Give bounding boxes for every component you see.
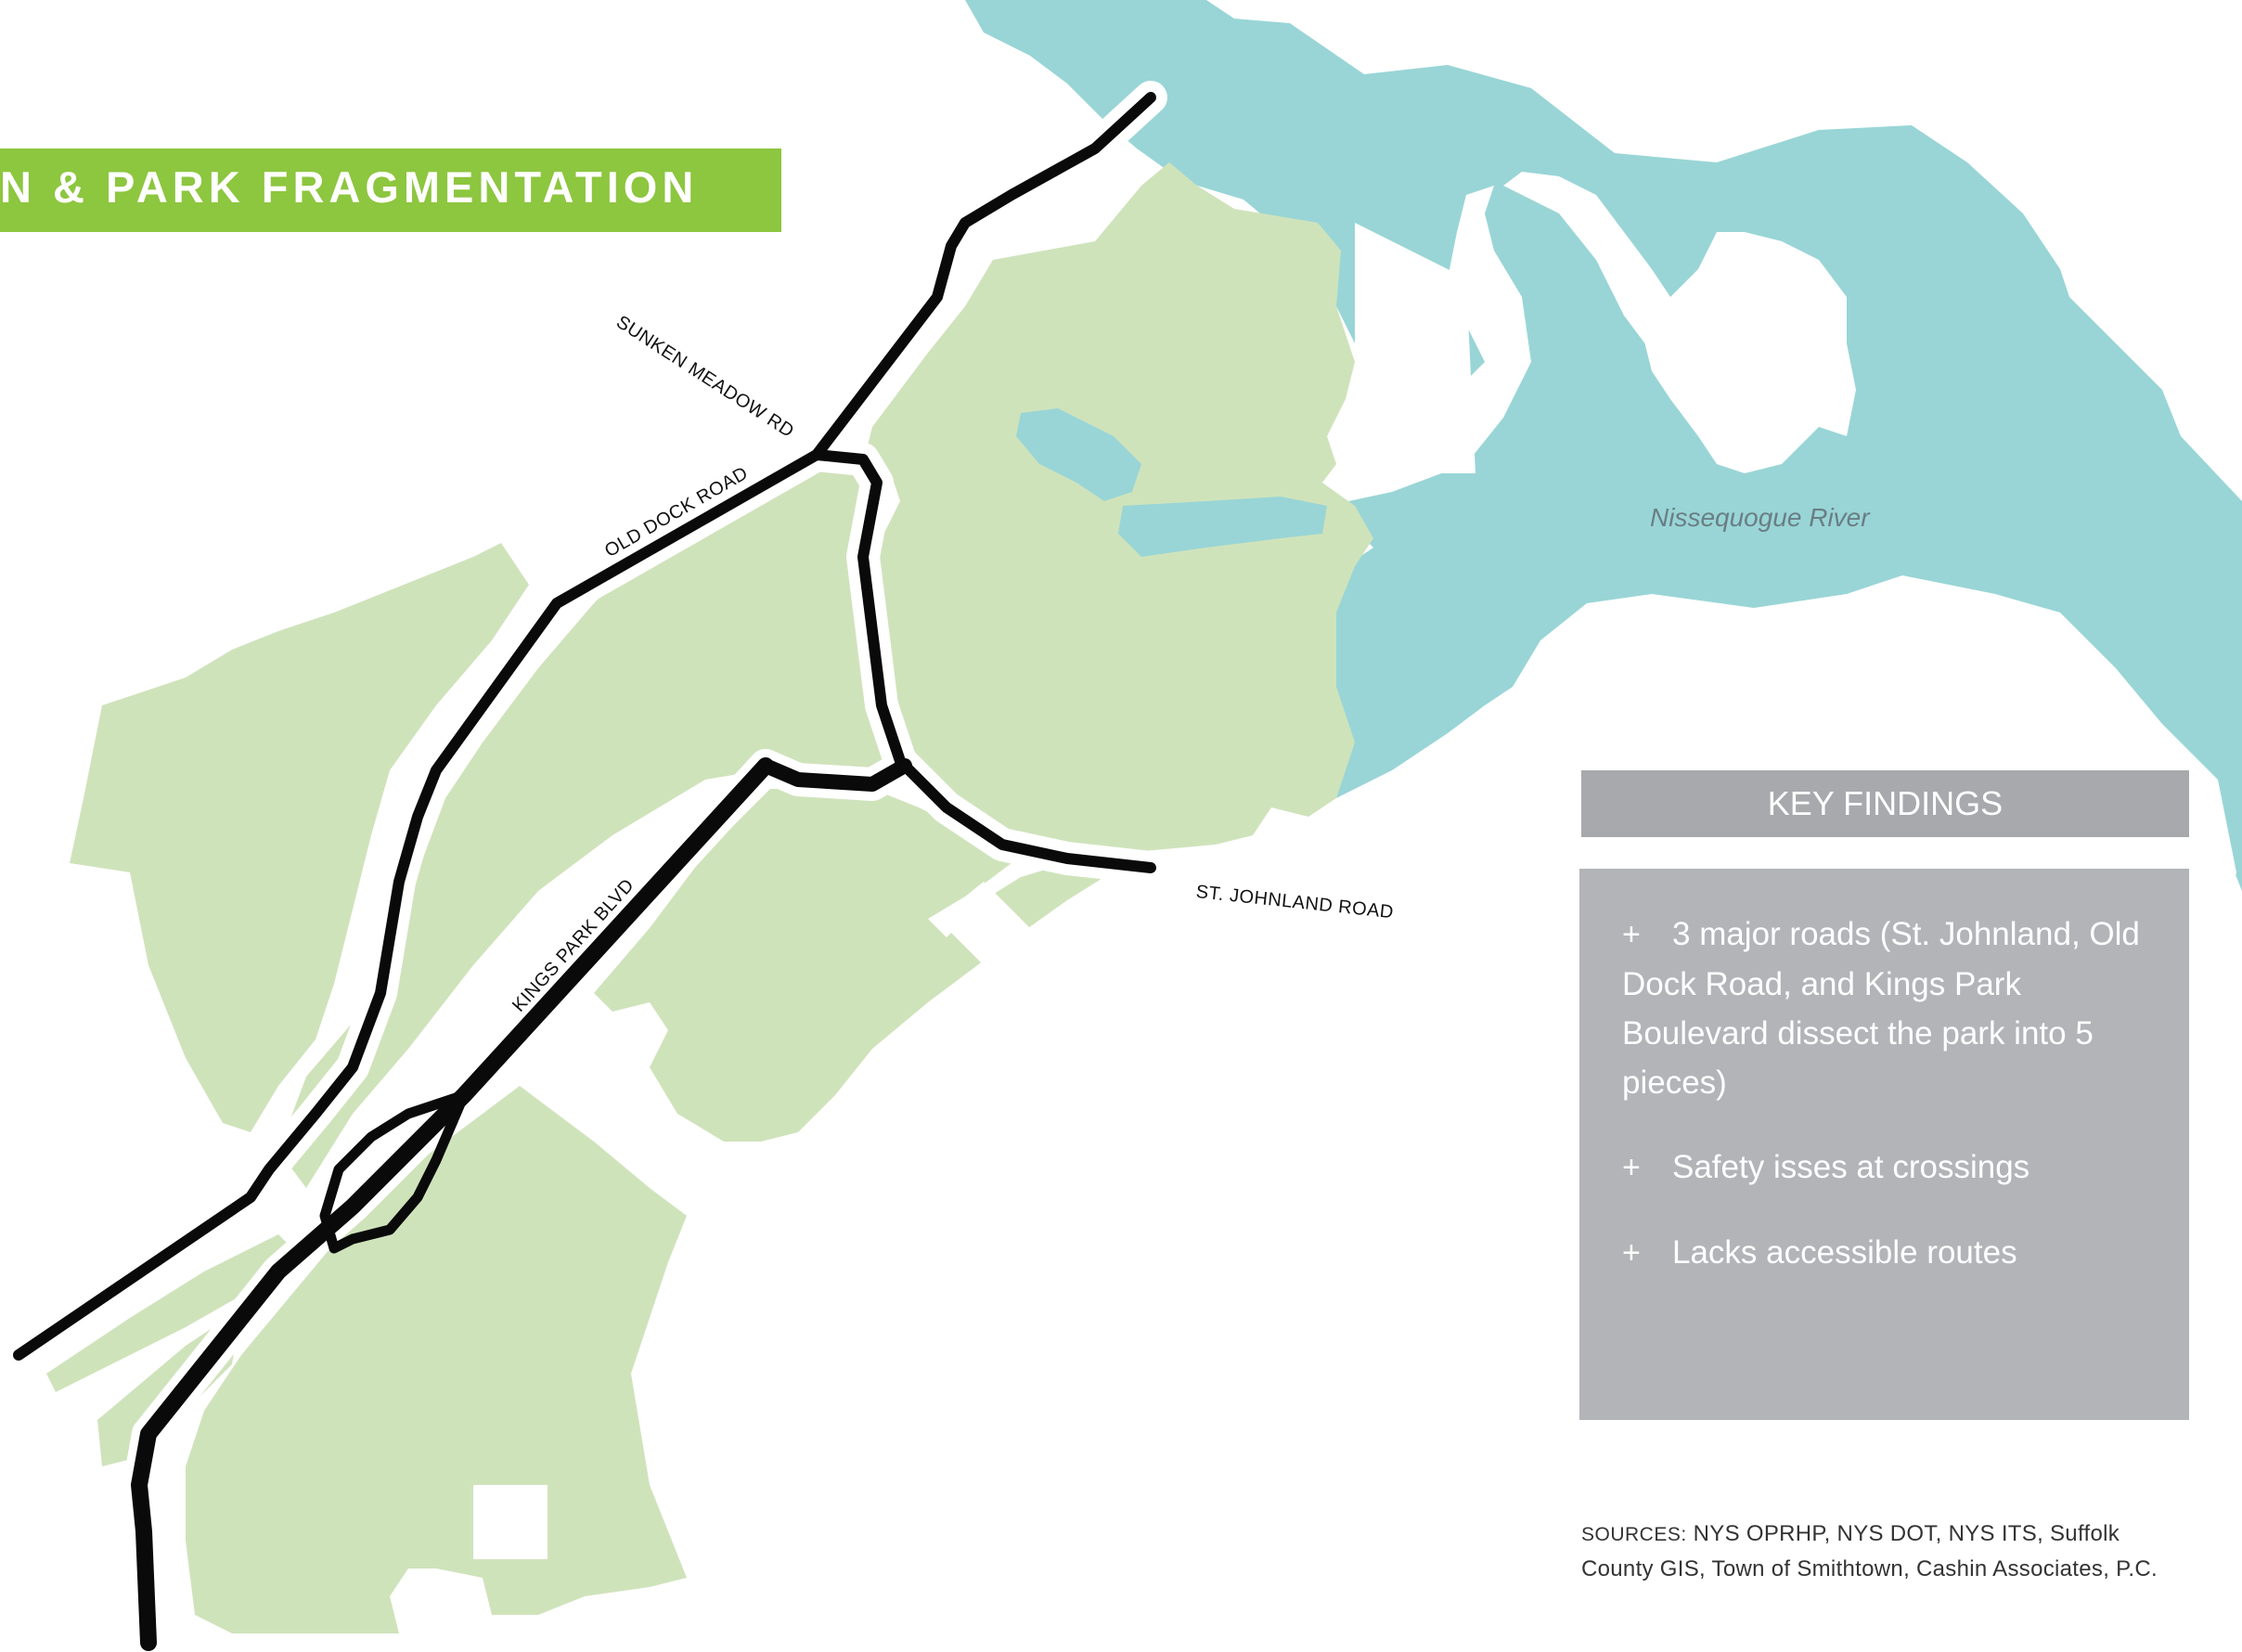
park-areas: [46, 162, 1373, 1633]
park-notch: [937, 882, 1030, 965]
page-title: N & PARK FRAGMENTATION: [0, 162, 699, 212]
pond: [1118, 497, 1327, 557]
finding-item: + Lacks accessible routes: [1622, 1228, 2148, 1278]
bullet-plus-icon: +: [1622, 1150, 1641, 1185]
finding-text: Safety isses at crossings: [1672, 1149, 2030, 1185]
finding-text: Lacks accessible routes: [1672, 1234, 2017, 1271]
river-inlet: [1355, 223, 1475, 473]
finding-text: 3 major roads (St. Johnland, Old Dock Ro…: [1622, 916, 2140, 1101]
finding-item: +3 major roads (St. Johnland, Old Dock R…: [1622, 910, 2148, 1107]
river-island: [1643, 325, 1745, 455]
road-st-johnland: [811, 449, 1156, 873]
park-fragment-west: [70, 543, 529, 1132]
sources-text: NYS OPRHP, NYS DOT, NYS ITS, Suffolk Cou…: [1581, 1521, 2158, 1581]
park-fragment-east: [594, 789, 1104, 1142]
key-findings-title: KEY FINDINGS: [1767, 784, 2004, 822]
key-findings-panel: +3 major roads (St. Johnland, Old Dock R…: [1579, 869, 2189, 1420]
pond: [1016, 408, 1141, 501]
road-sunken-meadow: [811, 92, 1156, 460]
sources-note: SOURCES: NYS OPRHP, NYS DOT, NYS ITS, Su…: [1581, 1516, 2194, 1586]
road-kings-park: [131, 757, 774, 1651]
river-water: [965, 0, 2242, 937]
park-fragment-sliver: [46, 1234, 297, 1392]
road-connector: [758, 758, 912, 792]
park-fragment-south: [186, 1086, 687, 1633]
roads: [13, 92, 1156, 1651]
sources-label: SOURCES:: [1581, 1524, 1687, 1545]
road-interchange-loop: [319, 1090, 470, 1254]
finding-item: + Safety isses at crossings: [1622, 1142, 2148, 1193]
river-peninsula: [1503, 172, 1856, 473]
bullet-plus-icon: +: [1622, 1235, 1641, 1271]
title-banner: N & PARK FRAGMENTATION: [0, 148, 781, 232]
road-old-dock: [13, 449, 822, 1361]
park-fragment-central: [278, 464, 891, 1188]
river-label: Nissequogue River: [1650, 503, 1870, 532]
bullet-plus-icon: +: [1622, 917, 1641, 952]
key-findings-header: KEY FINDINGS: [1581, 770, 2189, 837]
park-notch: [473, 1485, 548, 1559]
park-fragment-north: [863, 162, 1373, 854]
